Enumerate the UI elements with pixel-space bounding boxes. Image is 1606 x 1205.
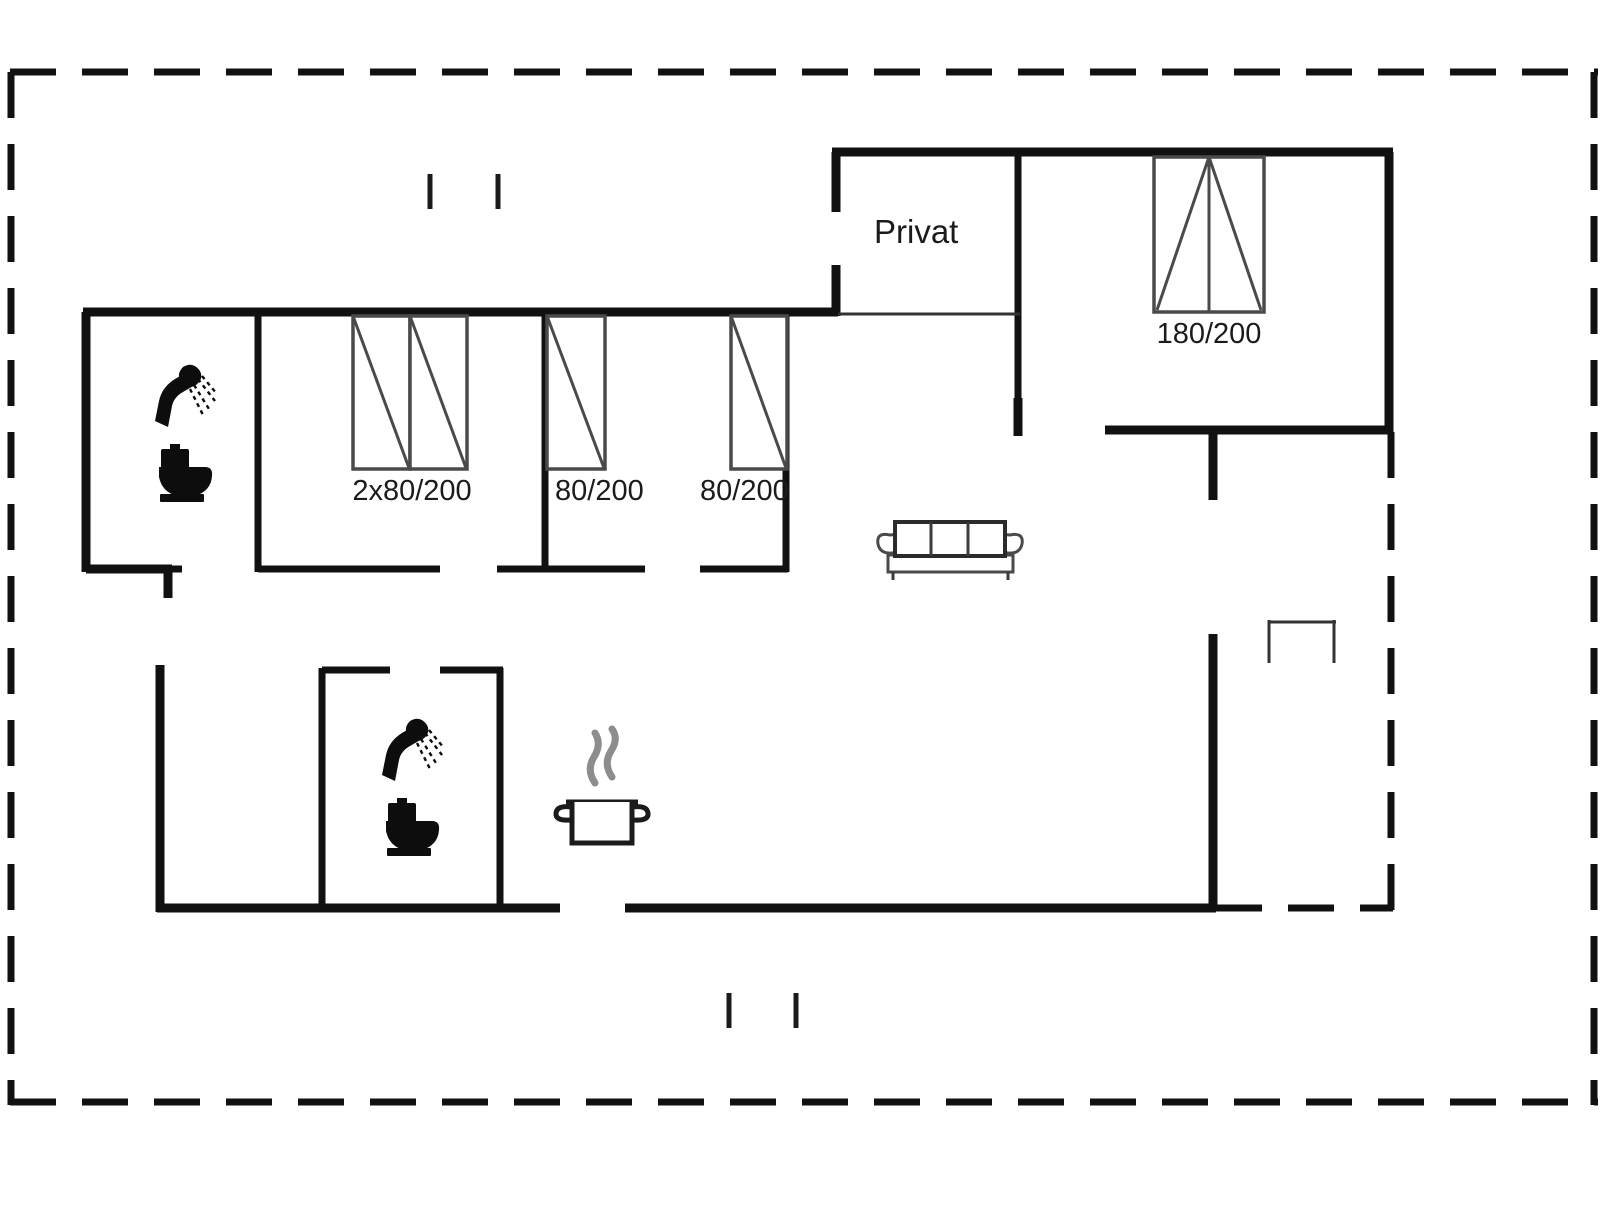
bed-single-middle-label: 80/200	[555, 475, 644, 507]
shower-toilet-icon	[382, 718, 445, 856]
opening-tick-marks-top	[427, 174, 501, 209]
building-walls	[81, 147, 1394, 913]
bed-double-180-200	[1152, 155, 1266, 314]
sofa-icon	[876, 520, 1024, 580]
private-room-label: Privat	[874, 213, 958, 250]
bed-single-middle-80-200	[545, 314, 607, 471]
cooking-pot-icon	[553, 725, 651, 846]
bed-double-label: 180/200	[1157, 318, 1262, 350]
bed-single-right-label: 80/200	[700, 475, 789, 507]
opening-tick-marks-bottom	[726, 993, 799, 1028]
bed-single-right-80-200	[729, 314, 789, 471]
plot-boundary-dashed	[7, 68, 1598, 1106]
shower-toilet-icon	[155, 364, 218, 502]
terrace-dashed-boundary	[1216, 432, 1395, 912]
bed-twin-2x80-200	[351, 314, 469, 471]
bed-twin-label: 2x80/200	[352, 475, 471, 507]
